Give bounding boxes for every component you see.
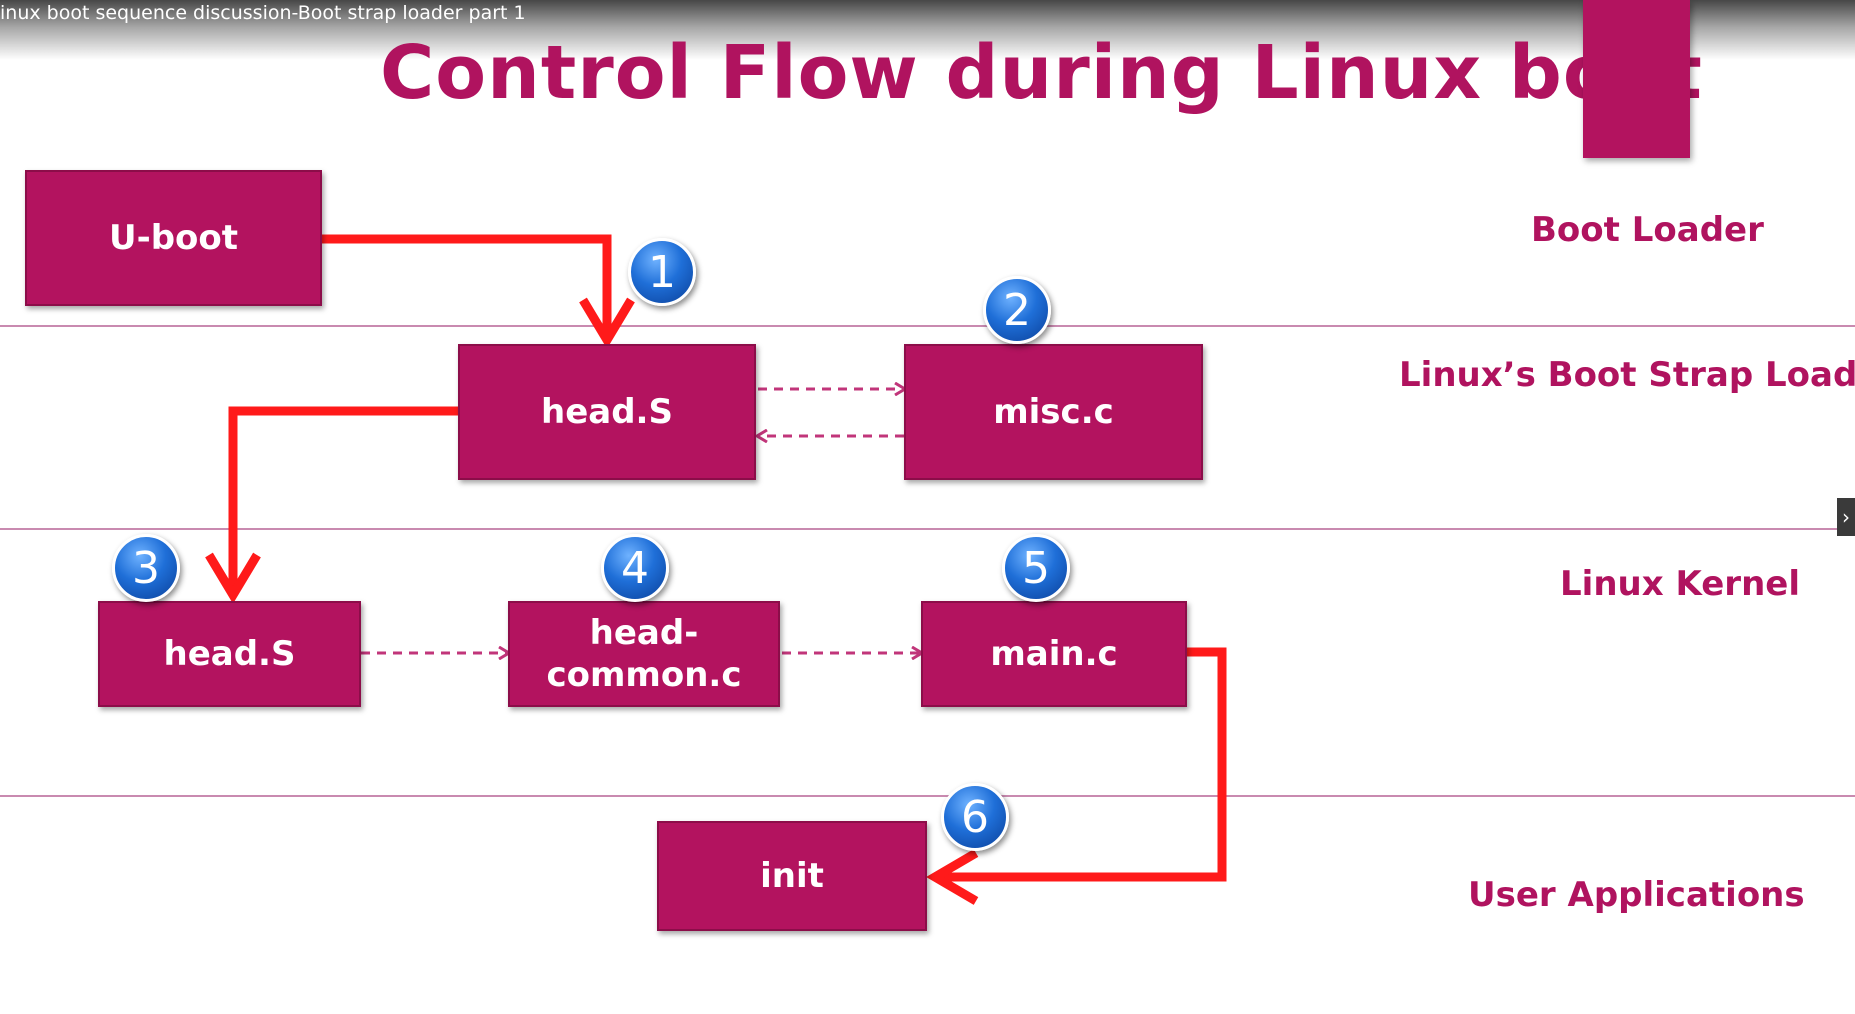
decorative-corner-block xyxy=(1583,0,1690,158)
control-arrowhead-3 xyxy=(205,552,261,604)
video-title[interactable]: inux boot sequence discussion-Boot strap… xyxy=(0,2,526,24)
node-main-c: main.c xyxy=(921,601,1187,707)
chevron-right-icon[interactable]: › xyxy=(1837,498,1855,536)
layer-label-linux-kernel: Linux Kernel xyxy=(1560,564,1800,604)
control-arrow-1 xyxy=(318,234,612,337)
layer-divider-3 xyxy=(0,795,1855,797)
step-badge-5: 5 xyxy=(1002,534,1070,602)
node-misc-c: misc.c xyxy=(904,344,1203,480)
step-badge-1: 1 xyxy=(628,238,696,306)
node-head-s-bootstrap: head.S xyxy=(458,344,756,480)
layer-label-boot-loader: Boot Loader xyxy=(1531,210,1764,250)
video-title-bar: inux boot sequence discussion-Boot strap… xyxy=(0,0,1855,60)
node-head-common-c: head- common.c xyxy=(508,601,780,707)
node-head-s-kernel: head.S xyxy=(98,601,361,707)
layer-label-boot-strap-loader: Linux’s Boot Strap Loader xyxy=(1399,355,1855,395)
layer-divider-1 xyxy=(0,325,1855,327)
control-arrowhead-1 xyxy=(579,297,635,349)
step-badge-3: 3 xyxy=(112,534,180,602)
control-arrow-6 xyxy=(935,647,1227,882)
control-arrow-3 xyxy=(228,406,460,592)
layer-label-user-applications: User Applications xyxy=(1468,875,1805,915)
node-init: init xyxy=(657,821,927,931)
control-arrowhead-6 xyxy=(926,849,979,905)
layer-divider-2 xyxy=(0,528,1855,530)
step-badge-6: 6 xyxy=(941,783,1009,851)
step-badge-2: 2 xyxy=(983,276,1051,344)
step-badge-4: 4 xyxy=(601,534,669,602)
node-uboot: U-boot xyxy=(25,170,322,306)
